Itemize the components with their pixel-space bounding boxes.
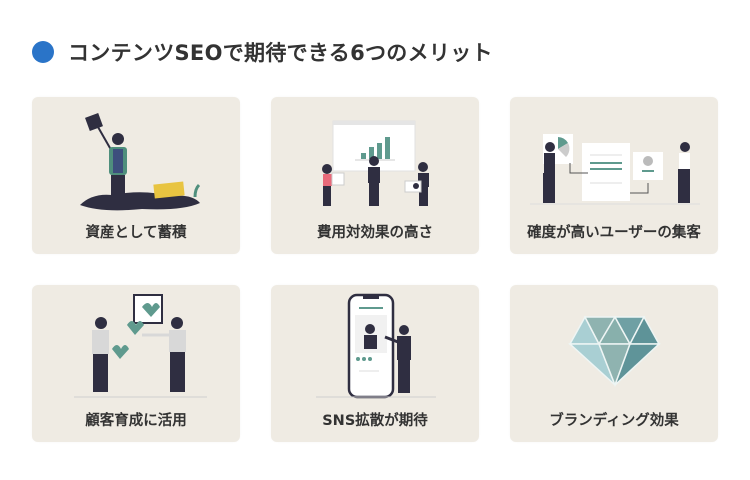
diamond-icon: [568, 315, 661, 388]
merit-card-sns: SNS拡散が期待: [271, 285, 479, 442]
merit-label: 費用対効果の高さ: [317, 225, 433, 241]
merit-card-qualified-users: 確度が高いユーザーの集客: [510, 97, 718, 254]
targeted-users-illustration-icon: [530, 134, 700, 205]
merit-card-branding: ブランディング効果: [510, 285, 718, 442]
merit-card-cost-effectiveness: 費用対効果の高さ: [271, 97, 479, 254]
merit-card-asset: 資産として蓄積: [32, 97, 240, 254]
shovel-treasure-illustration-icon: [80, 113, 201, 211]
merit-card-nurturing: 顧客育成に活用: [32, 285, 240, 442]
merit-label: SNS拡散が期待: [322, 413, 428, 429]
customer-hearts-illustration-icon: [74, 294, 207, 398]
merit-label: 確度が高いユーザーの集客: [527, 225, 701, 241]
smartphone-sns-illustration-icon: [316, 293, 436, 399]
section-header: コンテンツSEOで期待できる6つのメリット: [32, 38, 493, 66]
merit-label: ブランディング効果: [549, 413, 679, 429]
merit-label: 資産として蓄積: [85, 225, 187, 241]
growth-chart-team-illustration-icon: [322, 120, 429, 206]
page-title: コンテンツSEOで期待できる6つのメリット: [68, 41, 493, 65]
merit-label: 顧客育成に活用: [85, 413, 187, 429]
circle-bullet-icon: [32, 41, 54, 63]
